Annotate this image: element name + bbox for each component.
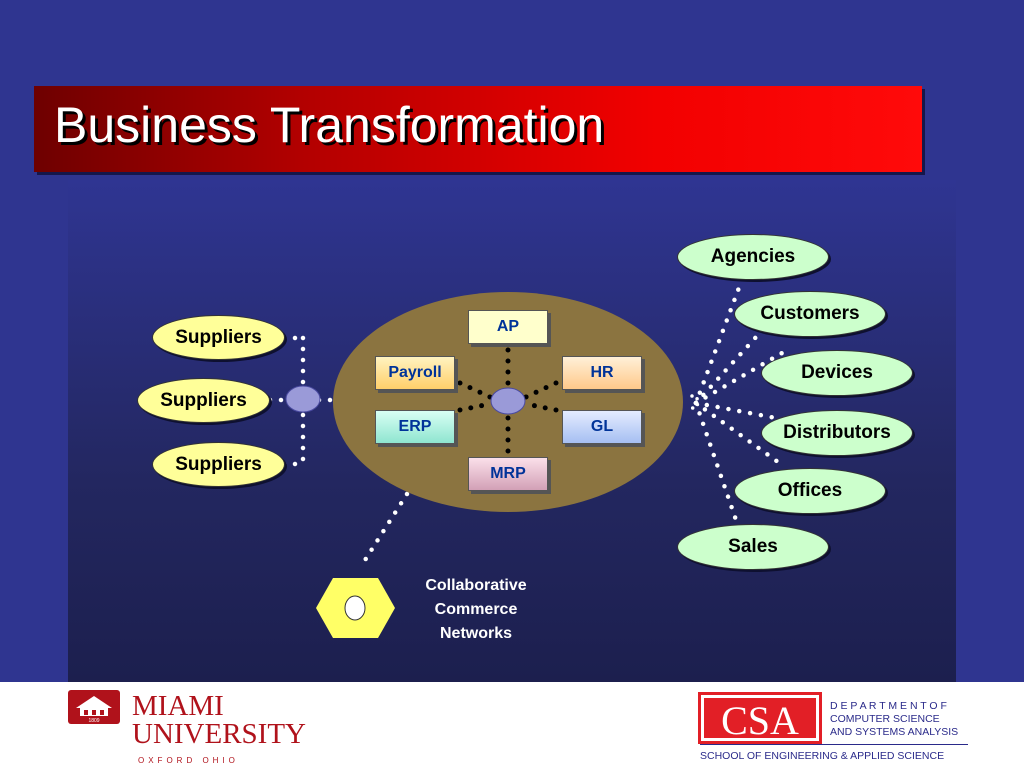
miami-line2: UNIVERSITY bbox=[132, 718, 306, 750]
slide-title: Business Transformation bbox=[54, 97, 605, 153]
destination-sales: Sales bbox=[677, 524, 829, 570]
supplier-ellipse-middle: Suppliers bbox=[137, 378, 270, 423]
csa-logo-icon: CSA bbox=[698, 692, 822, 744]
system-box-gl: GL bbox=[562, 410, 642, 444]
collab-label-line2: Commerce bbox=[434, 601, 518, 618]
destination-devices: Devices bbox=[761, 350, 913, 396]
csa-dept-line2: COMPUTER SCIENCE bbox=[830, 713, 940, 725]
collab-label-line1: Collaborative bbox=[425, 577, 527, 594]
miami-seal-year: 1809 bbox=[88, 718, 99, 724]
csa-logo-text: CSA bbox=[721, 698, 799, 743]
fan-distributors bbox=[693, 400, 779, 421]
csa-department: D E P A R T M E N T O F COMPUTER SCIENCE… bbox=[830, 700, 958, 739]
collab-label: Collaborative Commerce Networks bbox=[412, 574, 540, 646]
hub-node bbox=[490, 387, 526, 415]
supplier-node bbox=[285, 385, 321, 413]
csa-dept-line3: AND SYSTEMS ANALYSIS bbox=[830, 726, 959, 738]
csa-school: SCHOOL OF ENGINEERING & APPLIED SCIENCE bbox=[700, 750, 945, 762]
fan-hook bbox=[690, 394, 700, 410]
fan-sales bbox=[693, 400, 739, 523]
destination-agencies: Agencies bbox=[677, 234, 829, 280]
destination-offices: Offices bbox=[734, 468, 886, 514]
system-box-mrp: MRP bbox=[468, 457, 548, 491]
supplier-ellipse-top: Suppliers bbox=[152, 315, 285, 360]
system-box-erp: ERP bbox=[375, 410, 455, 444]
collab-connector bbox=[357, 491, 410, 571]
collab-hexagon-hole bbox=[344, 595, 366, 621]
title-bar: Business Transformation bbox=[34, 86, 922, 172]
miami-location: OXFORD OHIO bbox=[138, 756, 239, 765]
destination-distributors: Distributors bbox=[761, 410, 913, 456]
fan-agencies bbox=[693, 282, 743, 406]
supplier-ellipse-bottom: Suppliers bbox=[152, 442, 285, 487]
fan-customers bbox=[693, 333, 760, 406]
system-box-payroll: Payroll bbox=[375, 356, 455, 390]
miami-seal-logo-icon: 1809 bbox=[68, 690, 120, 724]
system-box-ap: AP bbox=[468, 310, 548, 344]
collab-label-line3: Networks bbox=[439, 625, 513, 642]
miami-line1: MIAMI bbox=[132, 690, 224, 722]
miami-university-wordmark: MIAMI UNIVERSITY bbox=[132, 690, 306, 750]
footer bbox=[0, 682, 1024, 768]
system-box-hr: HR bbox=[562, 356, 642, 390]
csa-dept-line1: D E P A R T M E N T O F bbox=[830, 700, 947, 712]
csa-divider bbox=[700, 744, 968, 745]
destination-customers: Customers bbox=[734, 291, 886, 337]
